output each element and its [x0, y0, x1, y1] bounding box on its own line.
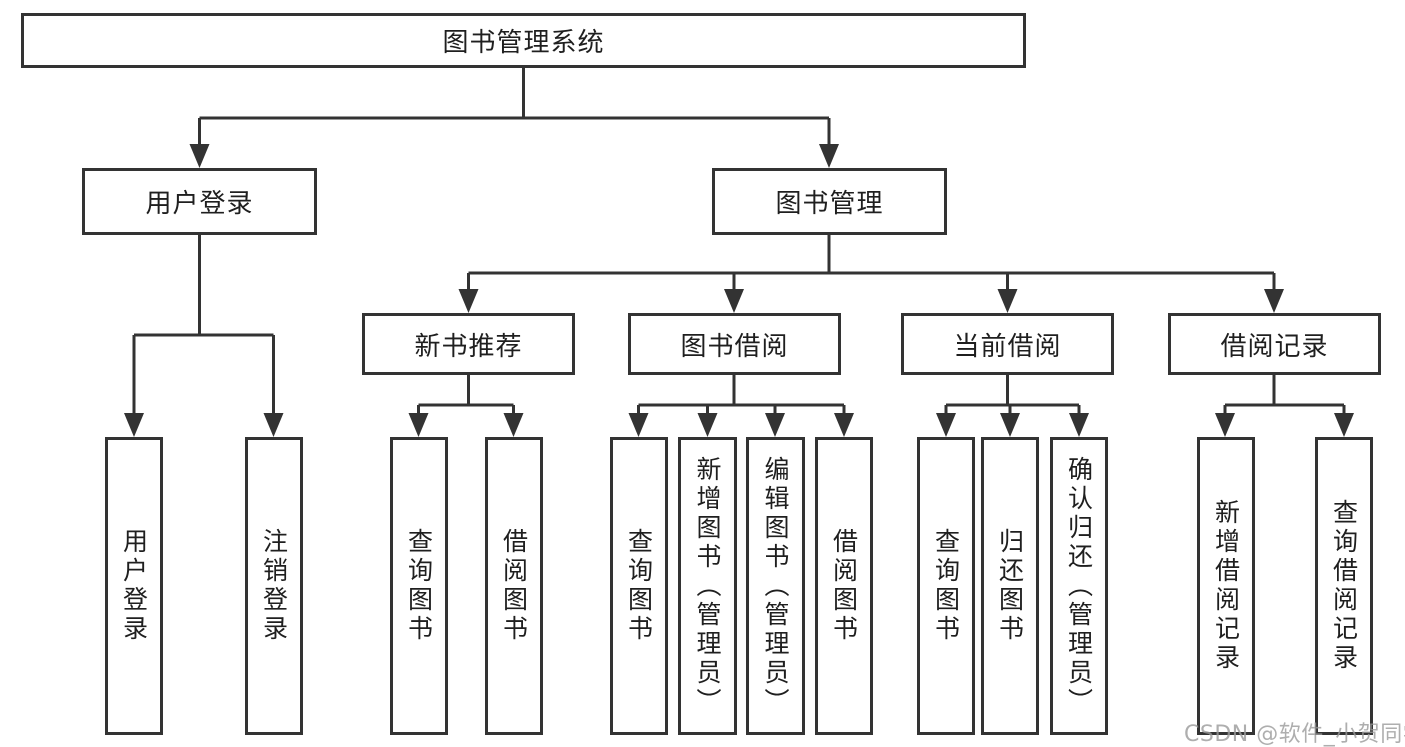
leaf-confirm-return-admin: 确认归还（管理员）	[1050, 437, 1108, 735]
arrowheads	[124, 144, 1354, 437]
leaf-return-books: 归还图书	[981, 437, 1039, 735]
leaf-edit-books-admin: 编辑图书（管理员）	[746, 437, 805, 735]
arrowhead	[765, 413, 785, 437]
arrowhead	[263, 413, 284, 437]
node-label: 图书借阅	[680, 331, 789, 362]
arrowhead	[628, 413, 649, 437]
node-label: 用户登录	[119, 528, 149, 644]
arrowhead	[936, 413, 956, 437]
leaf-borrow-books-recommend: 借阅图书	[485, 437, 543, 735]
node-book-management: 图书管理	[712, 168, 947, 235]
leaf-query-books-current: 查询图书	[917, 437, 975, 735]
arrowhead	[189, 144, 210, 168]
leaf-query-books-recommend: 查询图书	[390, 437, 448, 735]
arrowhead	[997, 289, 1018, 313]
leaf-query-books-borrowing: 查询图书	[610, 437, 668, 735]
leaf-logout: 注销登录	[245, 437, 303, 735]
node-label: 查询图书	[931, 528, 961, 644]
arrowhead	[1334, 413, 1354, 437]
node-new-book-recommend: 新书推荐	[362, 313, 575, 375]
node-label: 图书管理系统	[442, 28, 605, 58]
arrowhead	[408, 413, 429, 437]
leaf-add-borrow-record: 新增借阅记录	[1197, 437, 1255, 735]
node-label: 编辑图书（管理员）	[761, 455, 790, 717]
node-current-borrowing: 当前借阅	[901, 313, 1114, 375]
arrowhead	[834, 413, 854, 437]
node-book-borrowing: 图书借阅	[628, 313, 841, 375]
leaf-add-books-admin: 新增图书（管理员）	[678, 437, 737, 735]
node-label: 新书推荐	[414, 331, 523, 362]
arrowhead	[697, 413, 718, 437]
arrowhead	[1264, 289, 1284, 313]
node-label: 归还图书	[995, 528, 1025, 644]
node-root-library-system: 图书管理系统	[21, 13, 1026, 68]
node-label: 查询借阅记录	[1329, 499, 1359, 673]
arrowhead	[1215, 413, 1235, 437]
node-label: 借阅图书	[499, 528, 529, 644]
node-label: 用户登录	[145, 189, 254, 219]
arrowhead	[503, 413, 524, 437]
node-label: 借阅图书	[829, 528, 859, 644]
csdn-watermark: CSDN @软件_小贺同学	[1184, 722, 1405, 747]
node-label: 查询图书	[624, 528, 654, 644]
node-borrowing-records: 借阅记录	[1168, 313, 1381, 375]
arrowhead	[124, 413, 144, 437]
arrowhead	[458, 289, 479, 313]
arrowhead	[819, 144, 839, 168]
leaf-user-login: 用户登录	[105, 437, 163, 735]
node-label: 查询图书	[404, 528, 434, 644]
leaf-query-borrow-record: 查询借阅记录	[1315, 437, 1373, 735]
node-label: 确认归还（管理员）	[1064, 455, 1094, 717]
node-label: 当前借阅	[953, 331, 1062, 362]
node-label: 借阅记录	[1220, 331, 1329, 362]
leaf-borrow-books: 借阅图书	[815, 437, 873, 735]
arrowhead	[724, 289, 744, 313]
arrowhead	[1000, 413, 1020, 437]
tree-edges	[132, 68, 1346, 416]
node-user-login: 用户登录	[82, 168, 317, 235]
node-label: 注销登录	[259, 528, 289, 644]
node-label: 新增借阅记录	[1211, 499, 1241, 673]
arrowhead	[1069, 413, 1089, 437]
node-label: 图书管理	[775, 189, 884, 219]
node-label: 新增图书（管理员）	[693, 455, 722, 717]
